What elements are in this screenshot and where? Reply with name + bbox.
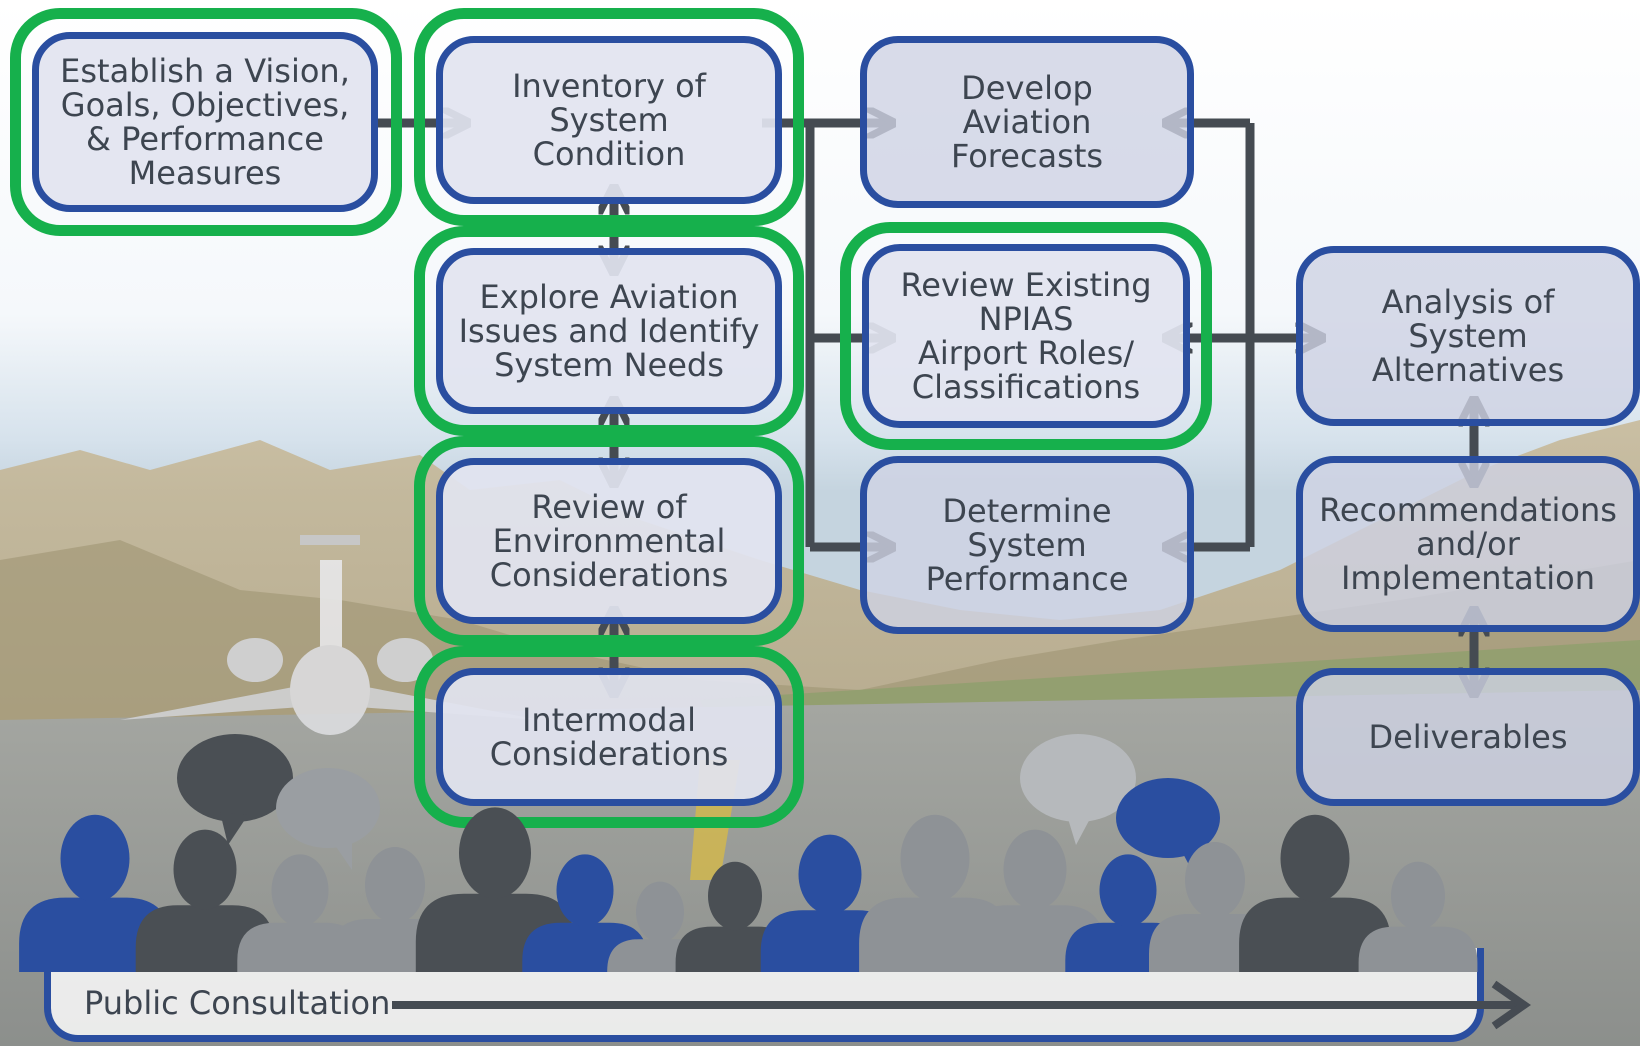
step-forecasts-label: Develop Aviation Forecasts (950, 69, 1104, 175)
step-forecasts: Develop Aviation Forecasts (860, 36, 1194, 208)
step-performance-label: Determine System Performance (925, 492, 1129, 598)
person-silhouette (19, 814, 171, 972)
step-intermodal-label: Intermodal Considerations (489, 701, 729, 773)
person-silhouette (1358, 861, 1478, 972)
person-silhouette (1239, 814, 1391, 972)
step-intermodal: Intermodal Considerations (436, 668, 782, 806)
step-performance: Determine System Performance (860, 456, 1194, 634)
step-recommendations: Recommendations and/or Implementation (1296, 456, 1640, 632)
highlight-environmental (414, 436, 804, 646)
step-environmental-label: Review of Environmental Considerations (489, 488, 729, 594)
speech-bubble-dark (177, 734, 293, 845)
step-environmental: Review of Environmental Considerations (436, 458, 782, 624)
step-inventory-label: Inventory of System Condition (512, 67, 706, 173)
speech-bubble-light (1020, 734, 1136, 845)
step-inventory: Inventory of System Condition (436, 36, 782, 204)
step-explore-label: Explore Aviation Issues and Identify Sys… (458, 278, 760, 384)
step-npias-label: Review Existing NPIAS Airport Roles/ Cla… (900, 266, 1152, 406)
highlight-npias (840, 222, 1212, 450)
step-deliverables-label: Deliverables (1368, 718, 1568, 756)
step-vision-label: Establish a Vision, Goals, Objectives, &… (60, 52, 350, 192)
highlight-explore (414, 226, 804, 436)
step-explore: Explore Aviation Issues and Identify Sys… (436, 248, 782, 414)
step-npias: Review Existing NPIAS Airport Roles/ Cla… (862, 244, 1190, 428)
highlight-inventory (414, 8, 804, 226)
step-vision: Establish a Vision, Goals, Objectives, &… (32, 32, 378, 212)
step-recommendations-label: Recommendations and/or Implementation (1319, 491, 1617, 597)
public-consultation-label: Public Consultation (84, 984, 391, 1022)
step-alternatives-label: Analysis of System Alternatives (1371, 283, 1565, 389)
speech-bubble-gray (276, 768, 380, 870)
highlight-vision (10, 8, 402, 236)
highlight-intermodal (414, 646, 804, 828)
step-deliverables: Deliverables (1296, 668, 1640, 806)
step-alternatives: Analysis of System Alternatives (1296, 246, 1640, 426)
